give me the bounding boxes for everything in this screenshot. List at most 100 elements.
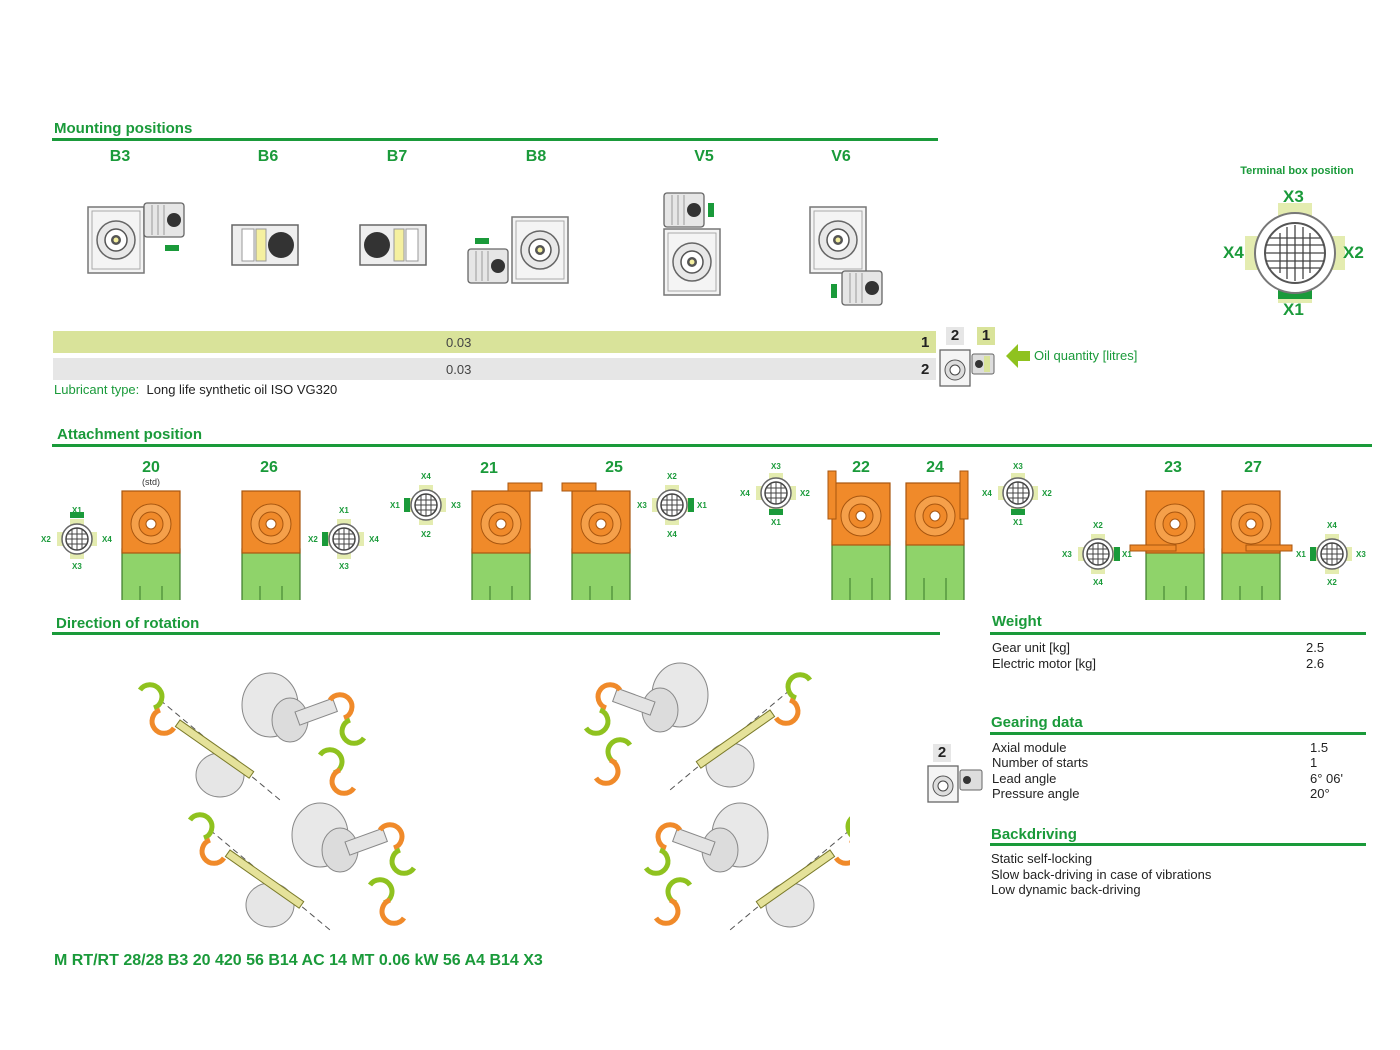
gearing-lead-angle-value: 6° 06' [1310, 771, 1343, 786]
attachment-label-25: 25 [605, 459, 623, 476]
attachment-position-title: Attachment position [57, 426, 202, 443]
svg-text:X3: X3 [1356, 550, 1366, 559]
svg-text:X4: X4 [982, 489, 992, 498]
gearing-gearbox-icon [927, 765, 983, 803]
terminal-x1-label: X1 [1283, 300, 1304, 319]
svg-text:X4: X4 [1327, 521, 1337, 530]
svg-text:X3: X3 [451, 501, 461, 510]
attachment-label-23: 23 [1164, 459, 1182, 476]
gearing-starts-value: 1 [1310, 755, 1318, 770]
mounting-rule [52, 138, 938, 141]
oil-quantity-label: Oil quantity [litres] [1034, 348, 1138, 363]
gearing-starts-label: Number of starts [992, 755, 1089, 770]
svg-text:X3: X3 [339, 562, 349, 571]
gearing-pressure-angle-value: 20° [1310, 786, 1330, 801]
attachment-label-22: 22 [852, 459, 870, 476]
position-label-b8: B8 [525, 148, 547, 165]
svg-text:X2: X2 [1042, 489, 1052, 498]
terminal-x3-label: X3 [1283, 187, 1304, 206]
svg-text:X3: X3 [771, 462, 781, 471]
svg-text:X4: X4 [1093, 578, 1103, 587]
svg-text:X4: X4 [740, 489, 750, 498]
lubricant-value: Long life synthetic oil ISO VG320 [146, 382, 338, 397]
weight-motor-label: Electric motor [kg] [992, 656, 1097, 671]
direction-of-rotation-title: Direction of rotation [56, 615, 200, 632]
model-code: M RT/RT 28/28 B3 20 420 56 B14 AC 14 MT … [54, 952, 543, 969]
position-label-b3: B3 [109, 148, 131, 165]
oil-badge-1: 1 [977, 327, 995, 345]
oil-value-1: 0.03 [446, 335, 472, 350]
gearing-axial-module-value: 1.5 [1310, 740, 1329, 755]
terminal-x4-label: X4 [1223, 243, 1244, 262]
svg-text:X2: X2 [1093, 521, 1103, 530]
backdriving-title: Backdriving [991, 826, 1077, 843]
svg-text:X4: X4 [102, 535, 112, 544]
lubricant-row: Lubricant type: Long life synthetic oil … [54, 382, 337, 397]
small-gearbox-icon [939, 349, 995, 387]
terminal-x2-label: X2 [1343, 243, 1364, 262]
svg-text:X2: X2 [41, 535, 51, 544]
rotation-diagrams [110, 640, 850, 950]
svg-text:X1: X1 [390, 501, 400, 510]
mounting-positions-title: Mounting positions [54, 120, 193, 137]
attachment-sub-std: (std) [142, 477, 160, 487]
gearing-pressure-angle-label: Pressure angle [992, 786, 1080, 801]
oil-row-num-1: 1 [921, 334, 930, 351]
attachment-rule [52, 444, 1372, 447]
oil-bar-position-1: 0.03 1 [53, 331, 936, 353]
lubricant-label: Lubricant type: [54, 382, 140, 397]
attachment-label-24: 24 [926, 459, 944, 476]
gearing-badge-2: 2 [933, 744, 951, 762]
svg-text:X2: X2 [308, 535, 318, 544]
svg-text:X2: X2 [421, 530, 431, 539]
b3-terminal-marker [165, 245, 179, 251]
mounting-drawings [87, 192, 883, 306]
svg-text:X1: X1 [1013, 518, 1023, 527]
gearing-axial-module-label: Axial module [992, 740, 1067, 755]
svg-text:X1: X1 [771, 518, 781, 527]
svg-text:X3: X3 [637, 501, 647, 510]
oil-badge-2: 2 [946, 327, 964, 345]
arrow-left-icon [1006, 344, 1030, 368]
terminal-box-diagram [1245, 203, 1345, 303]
weight-motor-value: 2.6 [1306, 656, 1325, 671]
backdriving-line-3: Low dynamic back-driving [991, 882, 1141, 897]
svg-text:X1: X1 [339, 506, 349, 515]
position-label-b7: B7 [386, 148, 408, 165]
weight-gear-unit-value: 2.5 [1306, 640, 1325, 655]
svg-text:X4: X4 [667, 530, 677, 539]
position-label-b6: B6 [257, 148, 279, 165]
svg-text:X2: X2 [1327, 578, 1337, 587]
weight-rule [990, 632, 1366, 635]
oil-bar-position-2: 0.03 2 [53, 358, 936, 380]
backdriving-rule [990, 843, 1366, 846]
svg-text:X4: X4 [369, 535, 379, 544]
svg-text:X4: X4 [421, 472, 431, 481]
gearing-rule [990, 732, 1366, 735]
svg-text:X1: X1 [697, 501, 707, 510]
oil-row-num-2: 2 [921, 361, 930, 378]
svg-text:X2: X2 [667, 472, 677, 481]
attachment-label-20: 20 [142, 459, 160, 476]
terminal-box-title: Terminal box position [1240, 165, 1354, 177]
svg-text:X3: X3 [1013, 462, 1023, 471]
svg-text:X3: X3 [72, 562, 82, 571]
weight-gear-unit-label: Gear unit [kg] [992, 640, 1071, 655]
oil-value-2: 0.03 [446, 362, 472, 377]
gearing-data-title: Gearing data [991, 714, 1083, 731]
attachment-label-26: 26 [260, 459, 278, 476]
svg-text:X1: X1 [1296, 550, 1306, 559]
gearing-lead-angle-label: Lead angle [992, 771, 1057, 786]
position-label-v5: V5 [694, 148, 714, 165]
attachment-label-27: 27 [1244, 459, 1262, 476]
svg-text:X1: X1 [72, 506, 82, 515]
backdriving-line-2: Slow back-driving in case of vibrations [991, 867, 1212, 882]
weight-title: Weight [992, 613, 1042, 630]
backdriving-line-1: Static self-locking [991, 851, 1093, 866]
position-label-v6: V6 [831, 148, 851, 165]
rotation-rule [52, 632, 940, 635]
attachment-label-21: 21 [480, 460, 498, 477]
svg-text:X1: X1 [1122, 550, 1132, 559]
svg-text:X3: X3 [1062, 550, 1072, 559]
